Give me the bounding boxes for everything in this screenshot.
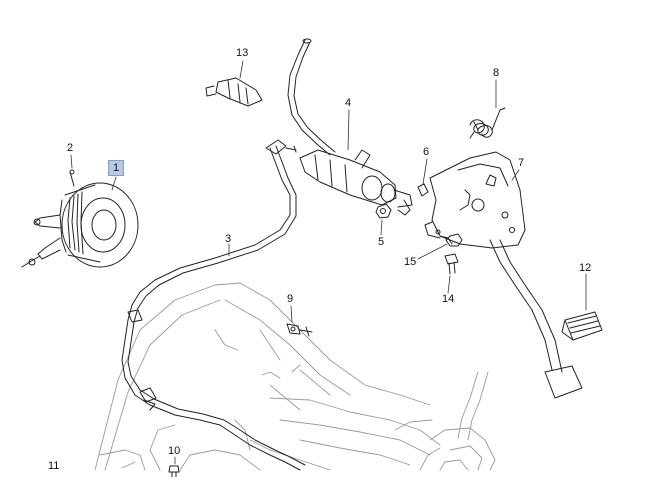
nut-15 (445, 233, 463, 247)
callout-3[interactable]: 3 (225, 233, 232, 245)
bolt-14 (444, 253, 459, 275)
callout-2[interactable]: 2 (67, 142, 74, 154)
leader-lines (70, 60, 587, 465)
callout-13[interactable]: 13 (236, 47, 249, 59)
callout-14[interactable]: 14 (442, 293, 455, 305)
callout-6[interactable]: 6 (423, 146, 430, 158)
master-cylinder (287, 38, 413, 216)
transmission-housing (94, 282, 496, 471)
pedal-switch (286, 323, 313, 337)
callout-11[interactable]: 11 (48, 460, 60, 472)
bolt-10 (168, 465, 180, 477)
callout-1[interactable]: 1 (108, 160, 124, 176)
release-bearing (21, 169, 139, 268)
callout-12[interactable]: 12 (579, 262, 592, 274)
clip-6 (417, 183, 429, 197)
callout-5[interactable]: 5 (378, 236, 385, 248)
callout-9[interactable]: 9 (287, 293, 294, 305)
pedal-bracket (424, 151, 526, 249)
connector (205, 77, 263, 107)
callout-10[interactable]: 10 (168, 445, 181, 457)
nut-5 (375, 203, 392, 219)
callout-15[interactable]: 15 (404, 256, 417, 268)
callout-7[interactable]: 7 (518, 157, 525, 169)
return-spring (469, 107, 506, 139)
callout-8[interactable]: 8 (493, 67, 500, 79)
hydraulic-line (121, 139, 306, 471)
callout-4[interactable]: 4 (345, 97, 352, 109)
clutch-pedal (489, 239, 603, 399)
